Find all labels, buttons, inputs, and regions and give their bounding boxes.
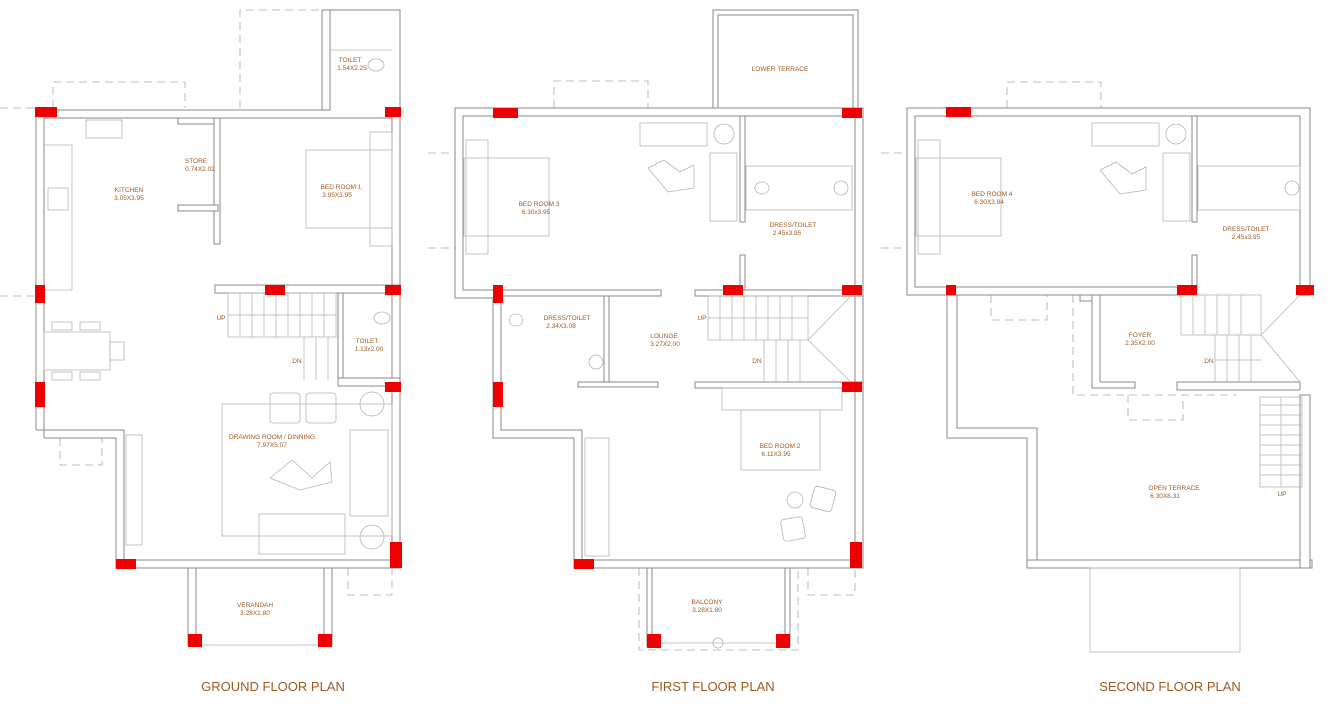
sf-dashed-outlines <box>881 81 1237 421</box>
room-size: 2.45x3.95 <box>773 230 802 237</box>
chair-icon <box>647 159 695 193</box>
washbasin-icon <box>588 354 604 370</box>
gf-furniture <box>43 58 393 555</box>
drawing-room-rug <box>221 403 393 537</box>
room-size: 0.74X2.02 <box>185 166 215 173</box>
room-label: VERANDAH <box>237 602 273 609</box>
room-size: 2.34X3.08 <box>546 323 576 330</box>
gf-staircase <box>227 292 337 380</box>
ff-furniture <box>463 122 853 557</box>
room-size: 3.28X1.80 <box>692 607 722 614</box>
washbasin-icon <box>1284 180 1300 196</box>
dining-table <box>43 331 111 371</box>
gf-labels: TOILET 1.54X2.25 STORE 0.74X2.02 KITCHEN… <box>114 57 383 694</box>
ff-staircase <box>707 295 852 383</box>
stair-down-label: DN <box>1204 358 1214 365</box>
sf-staircase <box>1180 294 1303 488</box>
room-size: 3.28X1.80 <box>240 610 270 617</box>
first-floor-title: FIRST FLOOR PLAN <box>651 679 774 694</box>
room-label: BED ROOM 2 <box>760 443 801 450</box>
armchair-icon <box>269 392 301 424</box>
washbasin-icon <box>833 180 849 196</box>
chair-icon <box>1099 161 1147 195</box>
room-label: BALCONY <box>691 599 723 606</box>
room-size: 2.35X2.00 <box>1125 340 1155 347</box>
ff-walls <box>454 9 864 649</box>
armchair-icon <box>809 485 837 513</box>
room-label: TOILET <box>339 57 362 64</box>
sofa-icon <box>258 513 346 555</box>
second-floor-plan: BED ROOM 4 6.30X3.84 DRESS/TOILET 2.45x3… <box>881 81 1314 694</box>
ground-floor-title: GROUND FLOOR PLAN <box>201 679 345 694</box>
gf-columns <box>35 107 402 647</box>
armchair-icon <box>305 392 337 424</box>
room-size: 1.54X2.25 <box>337 65 367 72</box>
room-label: STORE <box>185 158 208 165</box>
room-label: DRAWING ROOM / DINNING <box>229 434 315 441</box>
bed-icon <box>915 157 1002 237</box>
toilet-icon <box>373 311 391 325</box>
sf-labels: BED ROOM 4 6.30X3.84 DRESS/TOILET 2.45x3… <box>972 191 1287 694</box>
sofa-icon <box>349 429 389 517</box>
gf-dashed-outlines <box>0 9 393 596</box>
room-label: BED ROOM 1 <box>321 184 362 191</box>
sf-columns <box>946 107 1314 295</box>
stair-up-label: UP <box>697 315 706 322</box>
room-size: 6.30X3.84 <box>974 199 1004 206</box>
stair-up-label: UP <box>216 315 225 322</box>
cooktop-icon <box>47 187 69 211</box>
toilet-icon <box>754 181 770 195</box>
room-size: 3.95X3.95 <box>322 192 352 199</box>
room-label: LOWER TERRACE <box>752 66 809 73</box>
toilet-icon <box>367 58 385 72</box>
bed-icon <box>740 409 821 471</box>
room-size: 7.97X5.07 <box>257 442 287 449</box>
room-size: 3.05X3.95 <box>114 195 144 202</box>
second-floor-title: SECOND FLOOR PLAN <box>1099 679 1241 694</box>
kitchen-counter <box>44 144 73 291</box>
coffee-table-icon <box>269 459 333 491</box>
ff-columns <box>493 108 862 648</box>
room-label: DRESS/TOILET <box>544 315 591 322</box>
room-label: FOYER <box>1129 332 1152 339</box>
room-label: DRESS/TOILET <box>1223 226 1270 233</box>
stair-down-label: DN <box>752 358 762 365</box>
room-label: BED ROOM 4 <box>972 191 1013 198</box>
ff-labels: LOWER TERRACE BED ROOM 3 6.30x3.95 DRESS… <box>519 66 817 694</box>
room-size: 2.45x3.95 <box>1232 234 1261 241</box>
first-floor-plan: LOWER TERRACE BED ROOM 3 6.30x3.95 DRESS… <box>428 9 864 694</box>
bed-icon <box>463 157 550 237</box>
sf-walls <box>906 107 1313 653</box>
room-size: 6.11X3.95 <box>761 451 791 458</box>
room-label: DRESS/TOILET <box>770 222 817 229</box>
armchair-icon <box>780 516 806 542</box>
kitchen-sink-icon <box>85 119 123 139</box>
room-label: KITCHEN <box>115 187 144 194</box>
room-size: 6.30x3.95 <box>522 209 551 216</box>
room-size: 1.13x2.00 <box>355 346 384 353</box>
room-label: LOUNGE <box>650 333 678 340</box>
toilet-icon <box>508 313 524 327</box>
ff-dashed-outlines <box>428 80 856 651</box>
sf-furniture <box>915 122 1301 255</box>
room-size: 6.30X8.31 <box>1150 493 1180 500</box>
room-label: BED ROOM 3 <box>519 201 560 208</box>
room-label: TOILET <box>356 338 379 345</box>
room-label: OPEN TERRACE <box>1148 485 1200 492</box>
ground-floor-plan: TOILET 1.54X2.25 STORE 0.74X2.02 KITCHEN… <box>0 9 402 694</box>
room-size: 3.27X2.00 <box>650 341 680 348</box>
stair-down-label: DN <box>292 358 302 365</box>
stair-up-label: UP <box>1277 491 1286 498</box>
